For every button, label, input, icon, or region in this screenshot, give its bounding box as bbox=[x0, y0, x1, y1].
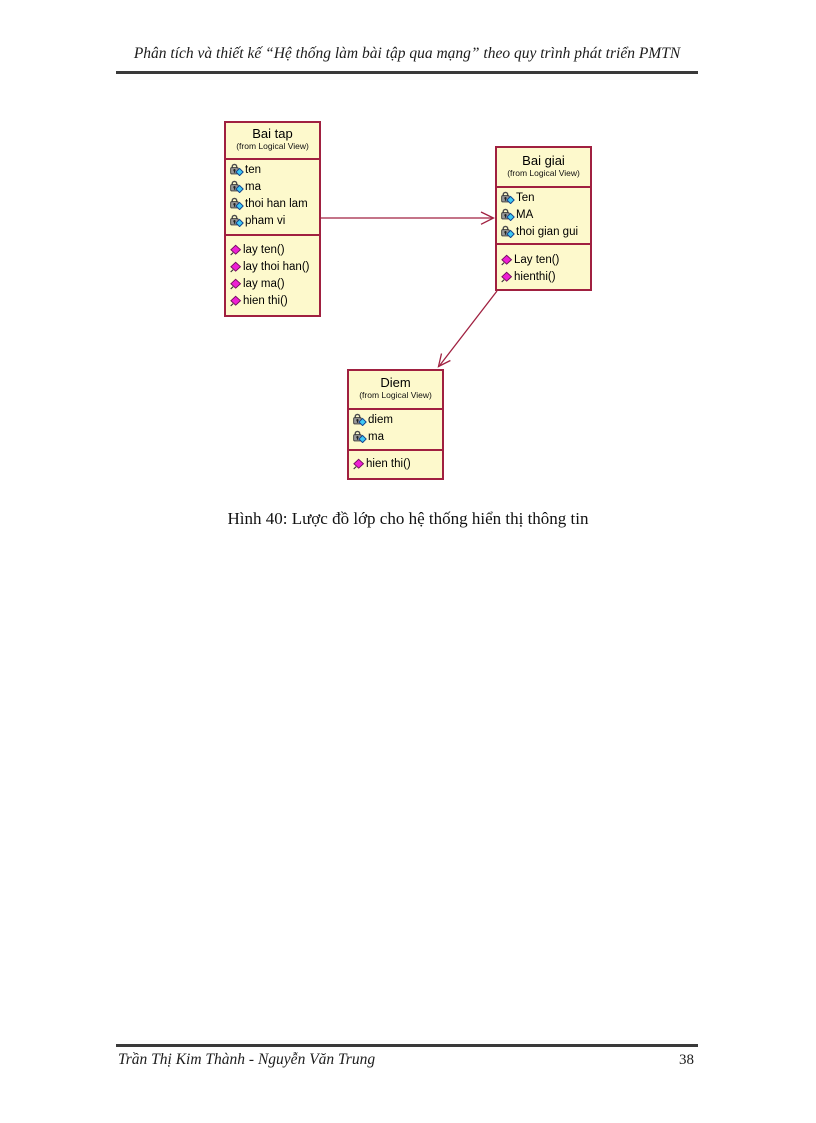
figure-caption: Hình 40: Lược đồ lớp cho hệ thống hiển t… bbox=[227, 509, 589, 528]
class-attribute: thoi han lam bbox=[226, 195, 319, 212]
attribute-label: ma bbox=[368, 430, 384, 443]
private-attribute-lock-icon bbox=[500, 191, 515, 204]
operation-label: lay ma() bbox=[243, 277, 285, 290]
private-attribute-lock-icon bbox=[352, 413, 367, 426]
operation-diamond-icon bbox=[229, 244, 242, 256]
private-attribute-lock-icon bbox=[500, 208, 515, 221]
attribute-label: pham vi bbox=[245, 214, 286, 227]
class-operation: hien thi() bbox=[226, 292, 319, 309]
private-attribute-lock-icon bbox=[500, 225, 515, 238]
class-operation: lay ma() bbox=[226, 275, 319, 292]
private-attribute-lock-icon bbox=[352, 430, 367, 443]
class-name: Diem bbox=[380, 375, 411, 390]
class-box-bai-giai: Bai giai (from Logical View) Ten MA thoi… bbox=[495, 146, 592, 291]
class-attribute: pham vi bbox=[226, 212, 319, 229]
class-attribute: ma bbox=[226, 178, 319, 195]
private-attribute-lock-icon bbox=[229, 197, 244, 210]
class-attribute: thoi gian gui bbox=[497, 223, 590, 240]
private-attribute-lock-icon bbox=[229, 214, 244, 227]
class-operation: lay ten() bbox=[226, 241, 319, 258]
class-operation: lay thoi han() bbox=[226, 258, 319, 275]
class-stereotype: (from Logical View) bbox=[507, 168, 580, 178]
header-rule bbox=[116, 71, 698, 74]
operation-diamond-icon bbox=[500, 271, 513, 283]
class-operation: hienthi() bbox=[497, 268, 590, 285]
class-attribute: Ten bbox=[497, 189, 590, 206]
operation-label: hien thi() bbox=[366, 457, 411, 470]
arrow-baitap-to-baigiai bbox=[321, 211, 495, 225]
attribute-label: thoi gian gui bbox=[516, 225, 579, 238]
class-operations-compartment: lay ten() lay thoi han() lay ma() hien t… bbox=[226, 234, 319, 315]
operation-diamond-icon bbox=[229, 278, 242, 290]
class-attributes-compartment: diem ma bbox=[349, 408, 442, 449]
operation-diamond-icon bbox=[352, 458, 365, 470]
attribute-label: MA bbox=[516, 208, 534, 221]
class-box-diem: Diem (from Logical View) diem ma hien th… bbox=[347, 369, 444, 480]
class-attributes-compartment: ten ma thoi han lam pham vi bbox=[226, 158, 319, 234]
operation-label: hienthi() bbox=[514, 270, 556, 283]
class-operation: hien thi() bbox=[349, 455, 442, 472]
class-attribute: ten bbox=[226, 161, 319, 178]
class-name: Bai tap bbox=[252, 126, 293, 141]
private-attribute-lock-icon bbox=[229, 163, 244, 176]
operation-diamond-icon bbox=[500, 254, 513, 266]
class-attribute: ma bbox=[349, 428, 442, 445]
class-box-bai-tap: Bai tap (from Logical View) ten ma thoi … bbox=[224, 121, 321, 317]
attribute-label: Ten bbox=[516, 191, 535, 204]
class-title-compartment: Diem (from Logical View) bbox=[349, 371, 442, 408]
class-operations-compartment: Lay ten() hienthi() bbox=[497, 243, 590, 289]
class-name: Bai giai bbox=[522, 153, 565, 168]
class-attribute: MA bbox=[497, 206, 590, 223]
footer-authors: Trần Thị Kim Thành - Nguyễn Văn Trung bbox=[118, 1051, 376, 1068]
attribute-label: ten bbox=[245, 163, 261, 176]
attribute-label: thoi han lam bbox=[245, 197, 308, 210]
operation-diamond-icon bbox=[229, 261, 242, 273]
arrow-baigiai-to-diem bbox=[437, 290, 498, 368]
attribute-label: diem bbox=[368, 413, 393, 426]
class-stereotype: (from Logical View) bbox=[359, 390, 432, 400]
page-header-title: Phân tích và thiết kế “Hệ thống làm bài … bbox=[133, 45, 681, 62]
private-attribute-lock-icon bbox=[229, 180, 244, 193]
operation-label: lay ten() bbox=[243, 243, 285, 256]
footer-rule bbox=[116, 1044, 698, 1047]
attribute-label: ma bbox=[245, 180, 261, 193]
class-stereotype: (from Logical View) bbox=[236, 141, 309, 151]
class-title-compartment: Bai giai (from Logical View) bbox=[497, 148, 590, 186]
operation-label: Lay ten() bbox=[514, 253, 560, 266]
operation-label: lay thoi han() bbox=[243, 260, 310, 273]
class-operation: Lay ten() bbox=[497, 251, 590, 268]
operation-label: hien thi() bbox=[243, 294, 288, 307]
operation-diamond-icon bbox=[229, 295, 242, 307]
class-operations-compartment: hien thi() bbox=[349, 449, 442, 478]
page-number: 38 bbox=[679, 1052, 694, 1068]
class-title-compartment: Bai tap (from Logical View) bbox=[226, 123, 319, 158]
class-attributes-compartment: Ten MA thoi gian gui bbox=[497, 186, 590, 243]
class-attribute: diem bbox=[349, 411, 442, 428]
